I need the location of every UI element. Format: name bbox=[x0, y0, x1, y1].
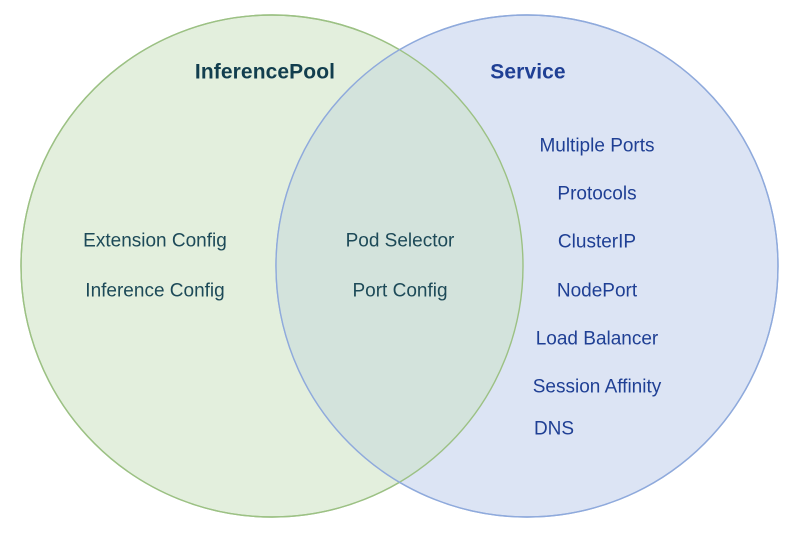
left-set-outline bbox=[20, 14, 524, 518]
right-set-item: Protocols bbox=[557, 183, 637, 205]
left-set-item: Inference Config bbox=[85, 280, 225, 302]
intersection-item: Pod Selector bbox=[345, 230, 455, 252]
right-set-item: ClusterIP bbox=[557, 231, 637, 253]
right-set-title: Service bbox=[490, 60, 566, 84]
right-set-item: Multiple Ports bbox=[539, 135, 655, 157]
intersection-region bbox=[276, 15, 523, 517]
right-set-item: Session Affinity bbox=[532, 376, 662, 398]
right-set-item: Load Balancer bbox=[535, 328, 659, 350]
intersection-item: Port Config bbox=[352, 280, 448, 302]
right-set-outline bbox=[275, 14, 779, 518]
right-set-item: NodePort bbox=[556, 280, 638, 302]
left-set-title: InferencePool bbox=[194, 60, 336, 84]
right-set-item: DNS bbox=[533, 418, 575, 440]
left-set-item: Extension Config bbox=[83, 230, 227, 252]
